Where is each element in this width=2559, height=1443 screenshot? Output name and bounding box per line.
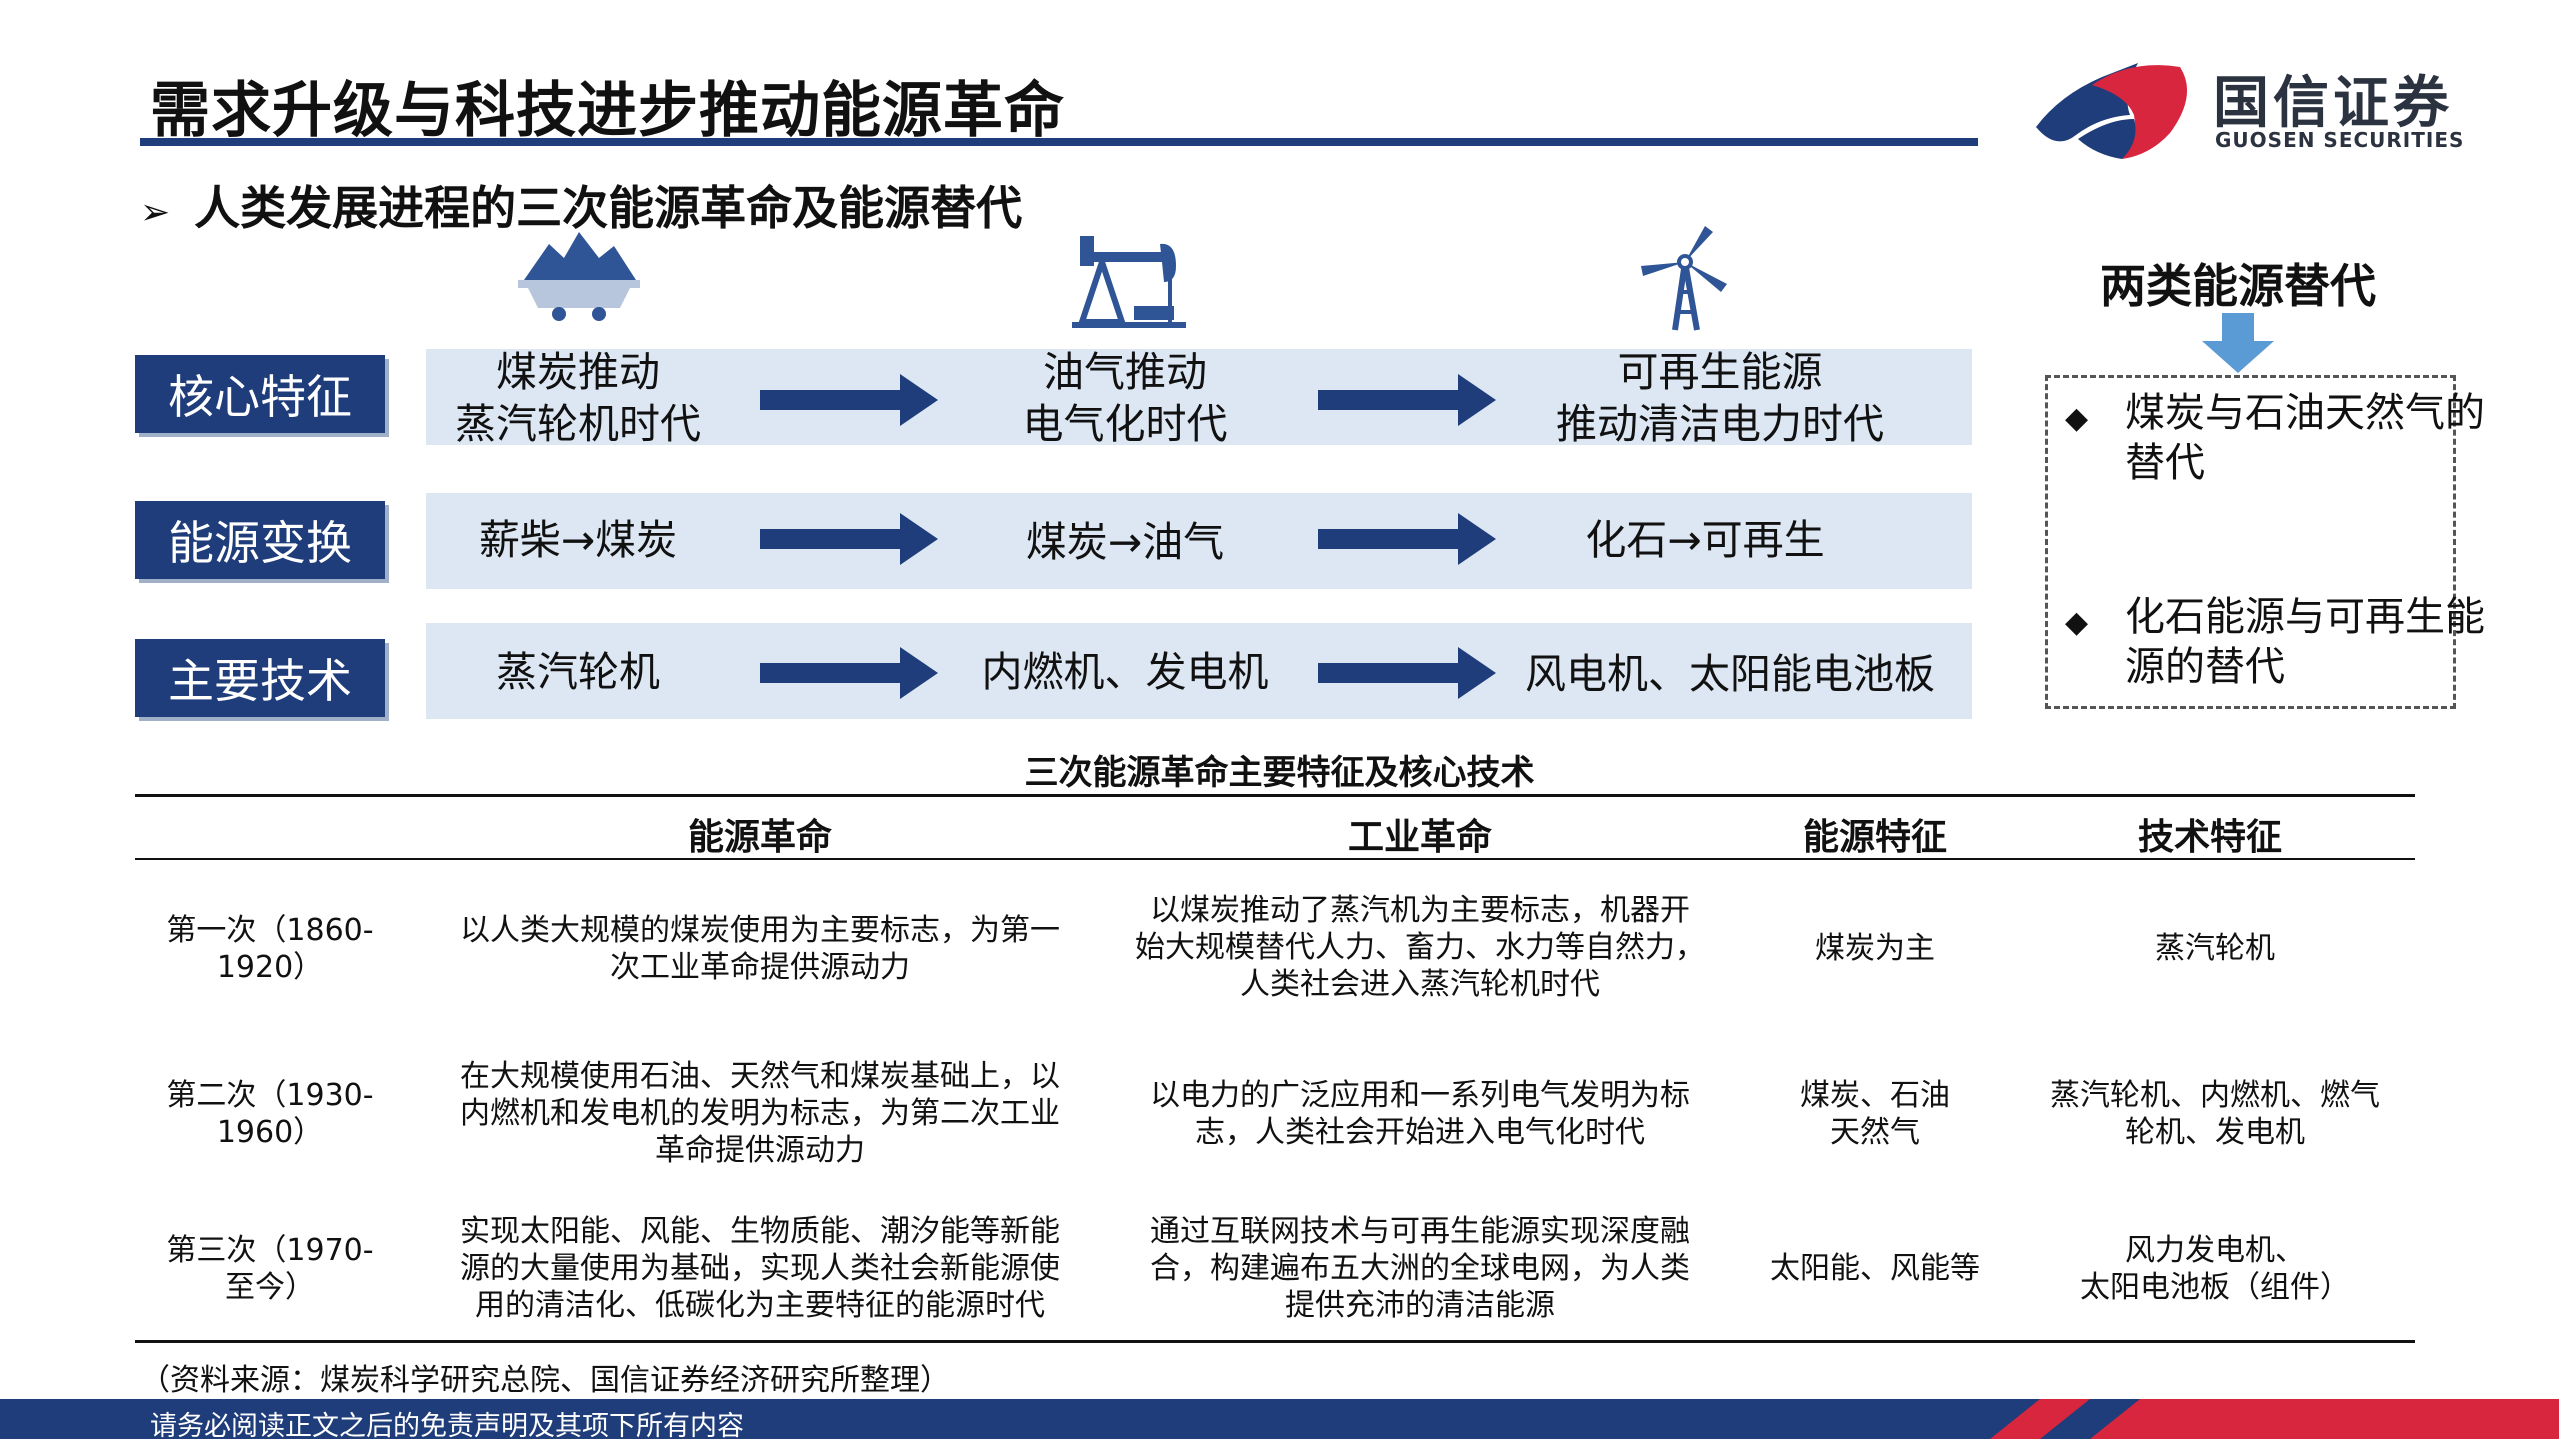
coal-cart-icon <box>518 232 640 321</box>
diamond-bullet-icon: ◆ <box>2065 605 2089 640</box>
substitution-item-text: 煤炭与石油天然气的替代 <box>2125 390 2485 486</box>
oil-pump-jack-icon <box>1072 236 1186 328</box>
energy-cell-1: 薪柴→煤炭 <box>478 516 678 564</box>
source-note: （资料来源：煤炭科学研究总院、国信证券经济研究所整理） <box>140 1363 950 1398</box>
tech-cell-2: 内燃机、发电机 <box>981 648 1269 696</box>
footer-stripe-icon <box>1990 1399 2559 1439</box>
row-band-tech <box>426 623 1972 719</box>
right-arrow-icon <box>760 374 938 426</box>
logo-chinese-name: 国信证券 <box>2213 71 2453 136</box>
table-title: 三次能源革命主要特征及核心技术 <box>1024 753 1535 793</box>
table-cell-period: 第三次（1970- 至今） <box>166 1233 374 1305</box>
table-header-rule <box>135 858 2415 860</box>
right-arrow-icon <box>760 513 938 565</box>
down-arrow-icon <box>2202 313 2274 373</box>
table-bottom-rule <box>135 1340 2415 1343</box>
table-cell-energy-feature: 煤炭、石油 天然气 <box>1800 1078 1950 1150</box>
table-header-industrial-revolution: 工业革命 <box>1347 817 1492 858</box>
subtitle-marker: ➢ <box>140 192 171 233</box>
energy-cell-3: 化石→可再生 <box>1585 516 1825 564</box>
guosen-logo-icon <box>2036 63 2188 159</box>
substitution-item-text: 化石能源与可再生能源的替代 <box>2125 594 2485 690</box>
table-header-energy-feature: 能源特征 <box>1802 817 1947 858</box>
substitution-box <box>2045 375 2456 709</box>
table-header-tech-feature: 技术特征 <box>2137 817 2282 858</box>
table-cell-energy-revolution: 在大规模使用石油、天然气和煤炭基础上，以 内燃机和发电机的发明为标志，为第二次工… <box>460 1059 1060 1168</box>
diamond-bullet-icon: ◆ <box>2065 401 2089 436</box>
row-label-energy: 能源变换 <box>135 501 385 579</box>
table-cell-period: 第一次（1860- 1920） <box>166 913 374 985</box>
table-header-energy-revolution: 能源革命 <box>687 817 832 858</box>
table-cell-energy-feature: 煤炭为主 <box>1815 931 1935 966</box>
table-cell-industrial-revolution: 通过互联网技术与可再生能源实现深度融 合，构建遍布五大洲的全球电网，为人类 提供… <box>1150 1214 1690 1323</box>
core-cell-1: 煤炭推动 蒸汽轮机时代 <box>455 348 701 448</box>
title-divider <box>140 138 1978 146</box>
table-cell-industrial-revolution: 以煤炭推动了蒸汽机为主要标志，机器开 始大规模替代人力、畜力、水力等自然力， 人… <box>1135 893 1705 1002</box>
table-cell-tech-feature: 蒸汽轮机 <box>2155 931 2275 966</box>
logo-english-name: GUOSEN SECURITIES <box>2215 128 2465 152</box>
substitution-item-2: ◆ 化石能源与可再生能源的替代 <box>2065 592 2485 702</box>
tech-cell-1: 蒸汽轮机 <box>496 648 660 696</box>
table-cell-tech-feature: 蒸汽轮机、内燃机、燃气 轮机、发电机 <box>2050 1078 2380 1150</box>
substitution-title: 两类能源替代 <box>2100 259 2376 313</box>
page-title: 需求升级与科技进步推动能源革命 <box>150 76 1065 146</box>
row-band-core <box>426 349 1972 445</box>
section-subtitle: ➢ 人类发展进程的三次能源革命及能源替代 <box>140 172 1022 238</box>
footer-disclaimer: 请务必阅读正文之后的免责声明及其项下所有内容 <box>150 1411 744 1442</box>
row-band-energy <box>426 493 1972 589</box>
table-cell-energy-revolution: 以人类大规模的煤炭使用为主要标志，为第一 次工业革命提供源动力 <box>460 913 1060 985</box>
right-arrow-icon <box>1318 374 1496 426</box>
tech-cell-3: 风电机、太阳能电池板 <box>1525 650 1935 698</box>
energy-cell-2: 煤炭→油气 <box>1025 518 1225 566</box>
right-arrow-icon <box>1318 513 1496 565</box>
wind-turbine-icon <box>1641 226 1727 331</box>
table-top-rule <box>135 794 2415 797</box>
table-cell-industrial-revolution: 以电力的广泛应用和一系列电气发明为标 志，人类社会开始进入电气化时代 <box>1150 1078 1690 1150</box>
subtitle-text: 人类发展进程的三次能源革命及能源替代 <box>194 181 1023 235</box>
core-cell-3: 可再生能源 推动清洁电力时代 <box>1556 348 1884 448</box>
substitution-item-1: ◆ 煤炭与石油天然气的替代 <box>2065 388 2485 498</box>
table-cell-energy-revolution: 实现太阳能、风能、生物质能、潮汐能等新能 源的大量使用为基础，实现人类社会新能源… <box>460 1214 1060 1323</box>
table-cell-tech-feature: 风力发电机、 太阳电池板（组件） <box>2080 1233 2350 1305</box>
right-arrow-icon <box>760 647 938 699</box>
right-arrow-icon <box>1318 647 1496 699</box>
core-cell-2: 油气推动 电气化时代 <box>1022 348 1228 448</box>
row-label-core: 核心特征 <box>135 355 385 433</box>
table-cell-energy-feature: 太阳能、风能等 <box>1770 1251 1980 1286</box>
table-cell-period: 第二次（1930- 1960） <box>166 1078 374 1150</box>
row-label-tech: 主要技术 <box>135 639 385 717</box>
